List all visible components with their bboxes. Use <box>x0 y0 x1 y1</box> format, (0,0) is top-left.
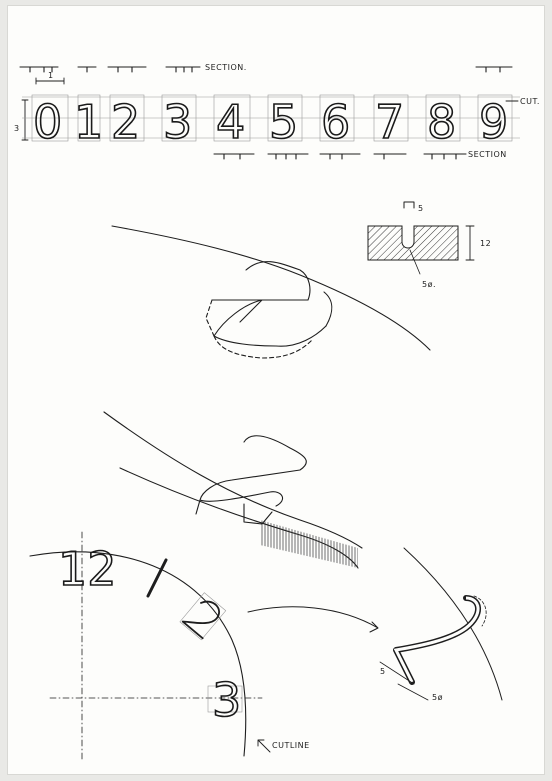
digit-0: 0 <box>33 95 62 149</box>
detail-dia-label: 5ø <box>432 693 443 702</box>
digit-7: 7 <box>375 95 404 149</box>
seated-numeral-sketch <box>103 411 363 569</box>
wire-numeral-detail: 5 5ø <box>379 547 503 702</box>
slot-dia-leader <box>409 249 421 275</box>
detail-arrow <box>247 606 379 633</box>
digit-box-6: 6 <box>319 94 355 150</box>
digit-6: 6 <box>321 95 350 149</box>
digit-box-5: 5 <box>267 94 303 150</box>
digit-row: 0 1 2 3 4 5 6 7 8 9 <box>31 94 513 150</box>
cut-label: CUT. <box>520 97 540 106</box>
dial-numeral-1 <box>146 558 168 598</box>
width-tick-label: 1 <box>48 71 54 80</box>
slot-height-dim <box>465 225 475 261</box>
wire-width-dim <box>379 661 429 701</box>
digit-5: 5 <box>269 95 298 149</box>
sketch-drawing: SECTION. 1 3 0 1 2 3 4 5 6 7 8 9 CUT. SE… <box>14 63 540 761</box>
digit-9: 9 <box>479 95 508 149</box>
detail-arc <box>403 547 503 701</box>
slot-section-detail: 5 12 5ø. <box>367 201 491 289</box>
raised-numeral-sketch <box>111 225 431 359</box>
digit-guide-lines <box>22 96 520 139</box>
digit-4: 4 <box>216 95 245 149</box>
slot-width-mark <box>403 201 415 209</box>
slot-section-body <box>367 225 459 261</box>
dial-numeral-3-box <box>207 685 243 713</box>
digit-1: 1 <box>74 95 103 149</box>
cutline-arrow <box>257 739 271 753</box>
detail-width-label: 5 <box>380 667 386 676</box>
section-symbols-top <box>19 66 513 73</box>
dial-layout: 12 3 CUTLINE <box>29 531 310 761</box>
digit-3: 3 <box>163 95 192 149</box>
height-dim-line <box>21 99 29 141</box>
digit-box-3: 3 <box>161 94 197 150</box>
digit-box-7: 7 <box>373 94 409 150</box>
sketch-sheet: SECTION. 1 3 0 1 2 3 4 5 6 7 8 9 CUT. SE… <box>8 6 544 774</box>
dial-numeral-2 <box>179 592 227 641</box>
digit-box-2: 2 <box>109 94 145 150</box>
section-bottom-label: SECTION <box>468 150 507 159</box>
section-symbols-bottom <box>213 153 467 160</box>
slot-dia-label: 5ø. <box>422 280 436 289</box>
cutline-label: CUTLINE <box>272 741 310 750</box>
digit-box-0: 0 <box>31 94 69 150</box>
digit-box-4: 4 <box>213 94 251 150</box>
height-dim-label: 3 <box>14 124 20 133</box>
dial-cutline-arc <box>29 551 247 757</box>
dial-numeral-12: 12 <box>58 542 117 596</box>
width-tick-dimension <box>35 77 65 85</box>
digit-box-9: 9 <box>477 94 513 150</box>
slot-height-label: 12 <box>480 239 491 248</box>
slot-width-label: 5 <box>418 204 424 213</box>
digit-box-1: 1 <box>73 94 104 150</box>
dial-numeral-3: 3 <box>212 673 241 727</box>
digit-8: 8 <box>427 95 456 149</box>
section-top-label: SECTION. <box>205 63 247 72</box>
digit-2: 2 <box>111 95 140 149</box>
digit-box-8: 8 <box>425 94 461 150</box>
